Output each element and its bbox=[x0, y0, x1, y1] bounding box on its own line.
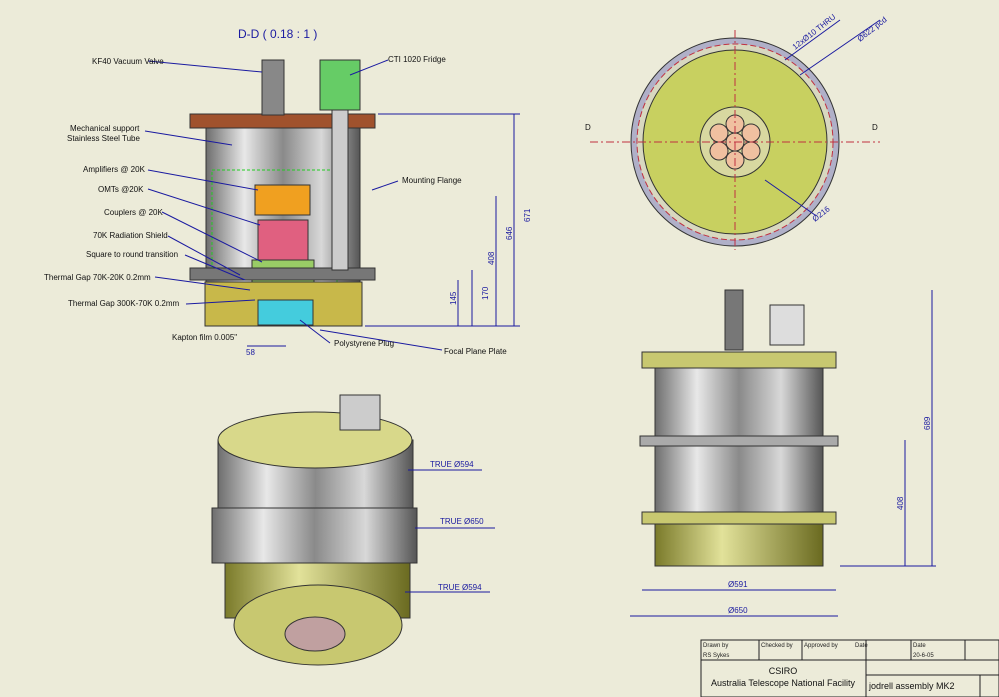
drawing-title: jodrell assembly MK2 bbox=[868, 681, 955, 691]
side-view: 689 408 Ø591 Ø650 bbox=[630, 289, 936, 617]
dim-689: 689 bbox=[923, 416, 932, 430]
dim-408: 408 bbox=[487, 251, 496, 265]
label-omts: OMTs @20K bbox=[98, 185, 144, 194]
dim-650: Ø650 bbox=[728, 606, 748, 615]
organization: CSIRO bbox=[769, 666, 798, 676]
dim-408-side: 408 bbox=[896, 496, 905, 510]
date-label-2: Date bbox=[913, 643, 926, 649]
label-transition: Square to round transition bbox=[86, 250, 178, 259]
label-support-material: Stainless Steel Tube bbox=[67, 134, 140, 143]
label-focal-plate: Focal Plane Plate bbox=[444, 347, 507, 356]
label-amplifiers: Amplifiers @ 20K bbox=[83, 165, 146, 174]
top-view: D D 12xØ10 THRU Ø622 pcd Ø216 bbox=[585, 12, 889, 250]
dim-591: Ø591 bbox=[728, 580, 748, 589]
section-mark-right: D bbox=[872, 123, 878, 132]
checked-by-label: Checked by bbox=[761, 643, 793, 649]
dim-145: 145 bbox=[449, 291, 458, 305]
label-couplers: Couplers @ 20K bbox=[104, 208, 163, 217]
label-shield: 70K Radiation Shield bbox=[93, 231, 168, 240]
dim-holes: 12xØ10 THRU bbox=[791, 12, 838, 51]
dim-170: 170 bbox=[481, 286, 490, 300]
label-flange: Mounting Flange bbox=[402, 176, 462, 185]
label-plug: Polystyrene Plug bbox=[334, 339, 394, 348]
dim-true-594-bottom: TRUE Ø594 bbox=[438, 583, 482, 592]
section-view: D-D ( 0.18 : 1 ) KF40 Vacuum Valve CTI 1… bbox=[44, 27, 532, 357]
label-gap-70-20: Thermal Gap 70K-20K 0.2mm bbox=[44, 273, 151, 282]
label-fridge: CTI 1020 Fridge bbox=[388, 55, 446, 64]
dim-671: 671 bbox=[523, 208, 532, 222]
date: 20-6-05 bbox=[913, 653, 934, 659]
approved-by-label: Approved by bbox=[804, 643, 838, 649]
isometric-view: TRUE Ø594 TRUE Ø650 TRUE Ø594 bbox=[211, 394, 495, 666]
label-valve: KF40 Vacuum Valve bbox=[92, 57, 164, 66]
dim-pcd: Ø622 pcd bbox=[856, 15, 889, 43]
dim-true-650: TRUE Ø650 bbox=[440, 517, 484, 526]
label-support: Mechanical support bbox=[70, 124, 140, 133]
facility: Australia Telescope National Facility bbox=[711, 678, 855, 688]
dim-true-594-top: TRUE Ø594 bbox=[430, 460, 474, 469]
section-title: D-D ( 0.18 : 1 ) bbox=[238, 27, 317, 41]
label-gap-300-70: Thermal Gap 300K-70K 0.2mm bbox=[68, 299, 179, 308]
drawn-by: RS Sykes bbox=[703, 653, 729, 659]
title-block: Drawn by Checked by Approved by Date Dat… bbox=[700, 639, 999, 697]
date-label: Date bbox=[855, 643, 868, 649]
drawn-by-label: Drawn by bbox=[703, 643, 728, 649]
section-mark-left: D bbox=[585, 123, 591, 132]
dim-646: 646 bbox=[505, 226, 514, 240]
label-kapton: Kapton film 0.005" bbox=[172, 333, 237, 342]
dim-58: 58 bbox=[246, 348, 255, 357]
